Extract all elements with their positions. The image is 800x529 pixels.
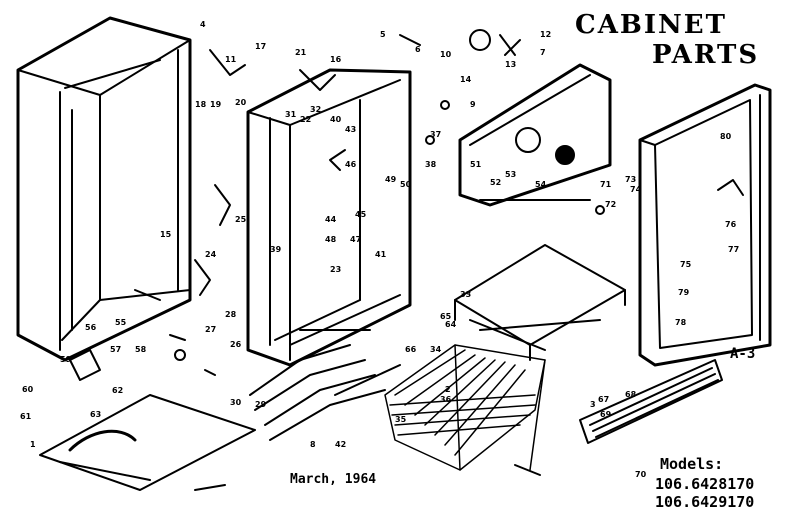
callout-74: 74 (630, 185, 642, 194)
callout-41: 41 (375, 250, 387, 259)
hardware-parts (69, 29, 744, 491)
callout-73: 73 (625, 175, 637, 184)
callout-36: 36 (440, 395, 452, 404)
callout-11: 11 (225, 55, 237, 64)
callout-2: 2 (445, 385, 451, 394)
callout-28: 28 (225, 310, 237, 319)
callout-27: 27 (205, 325, 217, 334)
callout-20: 20 (235, 98, 247, 107)
callout-55: 55 (115, 318, 127, 327)
callout-33: 33 (460, 290, 472, 299)
callout-71: 71 (600, 180, 612, 189)
callout-63: 63 (90, 410, 102, 419)
reference-code: A-3 (730, 346, 756, 362)
title-line-1: CABINET (575, 10, 727, 40)
callout-61: 61 (20, 412, 32, 421)
callout-17: 17 (255, 42, 267, 51)
callout-56: 56 (85, 323, 97, 332)
callout-66: 66 (405, 345, 417, 354)
callout-47: 47 (350, 235, 362, 244)
callout-23: 23 (330, 265, 342, 274)
callout-34: 34 (430, 345, 442, 354)
models-heading: Models: (660, 455, 724, 473)
callout-42: 42 (335, 440, 347, 449)
callout-22: 22 (300, 115, 312, 124)
callout-60: 60 (22, 385, 34, 394)
callout-48: 48 (325, 235, 337, 244)
callout-54: 54 (535, 180, 547, 189)
callout-67: 67 (598, 395, 610, 404)
callout-35: 35 (395, 415, 407, 424)
callout-50: 50 (400, 180, 412, 189)
callout-40: 40 (330, 115, 342, 124)
callout-32: 32 (310, 105, 322, 114)
callout-79: 79 (678, 288, 690, 297)
callout-53: 53 (505, 170, 517, 179)
shelf-rods (249, 344, 401, 441)
callout-76: 76 (725, 220, 737, 229)
callout-68: 68 (625, 390, 637, 399)
callout-78: 78 (675, 318, 687, 327)
callout-44: 44 (325, 215, 337, 224)
callout-16: 16 (330, 55, 342, 64)
callout-21: 21 (295, 48, 307, 57)
callout-65: 65 (440, 312, 452, 321)
callout-7: 7 (540, 48, 546, 57)
crisper-pan (454, 244, 626, 361)
callout-45: 45 (355, 210, 367, 219)
callout-9: 9 (470, 100, 476, 109)
callout-39: 39 (270, 245, 282, 254)
callout-43: 43 (345, 125, 357, 134)
callout-14: 14 (460, 75, 472, 84)
model-number-1: 106.6428170 (655, 475, 755, 493)
callout-29: 29 (255, 400, 267, 409)
callout-37: 37 (430, 130, 442, 139)
callout-49: 49 (385, 175, 397, 184)
callout-46: 46 (345, 160, 357, 169)
inner-liner (246, 68, 412, 367)
callout-12: 12 (540, 30, 552, 39)
outer-cabinet-shell (16, 16, 192, 362)
callout-59: 59 (60, 355, 72, 364)
callout-25: 25 (235, 215, 247, 224)
callout-75: 75 (680, 260, 692, 269)
wire-basket (384, 344, 546, 471)
drip-tray (39, 394, 256, 491)
callout-77: 77 (728, 245, 740, 254)
callout-8: 8 (310, 440, 316, 449)
callout-26: 26 (230, 340, 242, 349)
callout-1: 1 (30, 440, 36, 449)
issue-date: March, 1964 (290, 472, 377, 487)
grille (579, 359, 723, 444)
callout-4: 4 (200, 20, 206, 29)
callout-62: 62 (112, 386, 124, 395)
callout-58: 58 (135, 345, 147, 354)
callout-30: 30 (230, 398, 242, 407)
callout-64: 64 (445, 320, 457, 329)
callout-72: 72 (605, 200, 617, 209)
callout-13: 13 (505, 60, 517, 69)
evaporator-panel (458, 63, 612, 207)
callout-57: 57 (110, 345, 122, 354)
cabinet-door (638, 83, 772, 367)
callout-19: 19 (210, 100, 222, 109)
callout-51: 51 (470, 160, 482, 169)
callout-5: 5 (380, 30, 386, 39)
callout-10: 10 (440, 50, 452, 59)
callout-15: 15 (160, 230, 172, 239)
callout-18: 18 (195, 100, 207, 109)
callout-38: 38 (425, 160, 437, 169)
callout-6: 6 (415, 45, 421, 54)
callout-70: 70 (635, 470, 647, 479)
callout-3: 3 (590, 400, 596, 409)
title-line-2: PARTS (652, 40, 760, 70)
model-number-2: 106.6429170 (655, 493, 755, 511)
callout-80: 80 (720, 132, 732, 141)
callout-24: 24 (205, 250, 217, 259)
callout-31: 31 (285, 110, 297, 119)
callout-69: 69 (600, 410, 612, 419)
callout-52: 52 (490, 178, 502, 187)
